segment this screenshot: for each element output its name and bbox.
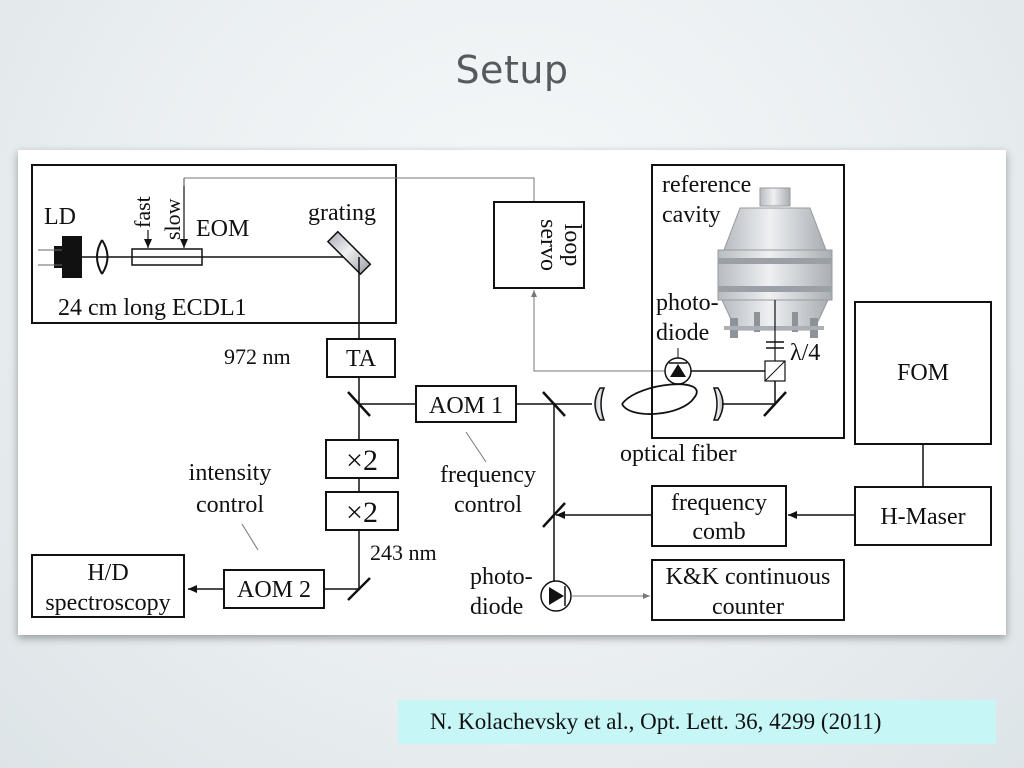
citation: N. Kolachevsky et al., Opt. Lett. 36, 42… [398, 700, 996, 744]
wavelength-243-label: 243 nm [370, 540, 437, 565]
kk-counter-label-1: K&K continuous [666, 564, 831, 590]
wavelength-972-label: 972 nm [224, 344, 291, 369]
cavity-photodiode-label-1: photo- [656, 290, 719, 316]
frequency-control-label-1: frequency [440, 462, 536, 488]
fast-label: fast [130, 196, 155, 228]
photodiode-to-servo-line [531, 290, 676, 372]
waveplate-label: λ/4 [790, 340, 820, 366]
servo-label-line2: loop [559, 224, 585, 267]
aom1-label: AOM 1 [429, 393, 503, 419]
ta-label: TA [346, 346, 377, 372]
ta-box [326, 338, 396, 378]
intensity-control-label-2: control [196, 492, 264, 518]
kk-counter-box [651, 559, 845, 621]
setup-diagram: LD EOM fast slow grating 24 cm long ECDL… [31, 164, 992, 621]
ecdl-box [31, 164, 397, 324]
ecdl-caption: 24 cm long ECDL1 [58, 295, 247, 321]
reference-cavity-box [651, 164, 845, 439]
laser-diode-icon [62, 236, 82, 278]
slide-title: Setup [455, 48, 569, 92]
lower-photodiode-label-2: diode [470, 594, 523, 620]
cavity-mirror [763, 391, 787, 417]
fom-label: FOM [897, 360, 949, 386]
slow-label: slow [160, 198, 185, 240]
doubler-1-box [325, 439, 399, 479]
doubler-2-label: ×2 [346, 496, 378, 529]
servo-loop-box [493, 201, 585, 289]
grating-icon [326, 230, 372, 276]
eom-label: EOM [196, 216, 249, 242]
hd-spectroscopy-box [31, 554, 185, 618]
h-maser-box [854, 486, 992, 546]
frequency-comb-label-1: frequency [671, 490, 767, 516]
intensity-control-label-1: intensity [189, 460, 272, 486]
optical-fiber-loop [621, 383, 698, 415]
reference-cavity-label-1: reference [662, 172, 751, 198]
hd-spectroscopy-label-2: spectroscopy [45, 590, 170, 616]
servo-label-line1: servo [535, 219, 561, 271]
fiber-coupler-out [712, 387, 724, 421]
cavity-photodiode-label-2: diode [656, 320, 709, 346]
frequency-control-label-2: control [454, 492, 522, 518]
doubler-2-box [325, 491, 399, 531]
frequency-comb-box [651, 485, 787, 547]
grating-label: grating [308, 200, 376, 226]
fiber-coupler-in [594, 387, 606, 421]
setup-diagram-figure: LD EOM fast slow grating 24 cm long ECDL… [18, 150, 1006, 635]
kk-counter-label-2: counter [712, 594, 784, 620]
servo-feedback-line [184, 177, 535, 202]
hd-spectroscopy-label-1: H/D [87, 560, 128, 586]
lower-photodiode-label-1: photo- [470, 564, 533, 590]
aom2-label: AOM 2 [237, 577, 311, 603]
ld-label: LD [44, 204, 76, 230]
h-maser-label: H-Maser [880, 504, 965, 530]
doubler-1-label: ×2 [346, 444, 378, 477]
comb-mirror [542, 502, 566, 528]
optical-fiber-label: optical fiber [620, 441, 737, 467]
frequency-comb-label-2: comb [692, 519, 745, 545]
reference-cavity-label-2: cavity [662, 202, 721, 228]
